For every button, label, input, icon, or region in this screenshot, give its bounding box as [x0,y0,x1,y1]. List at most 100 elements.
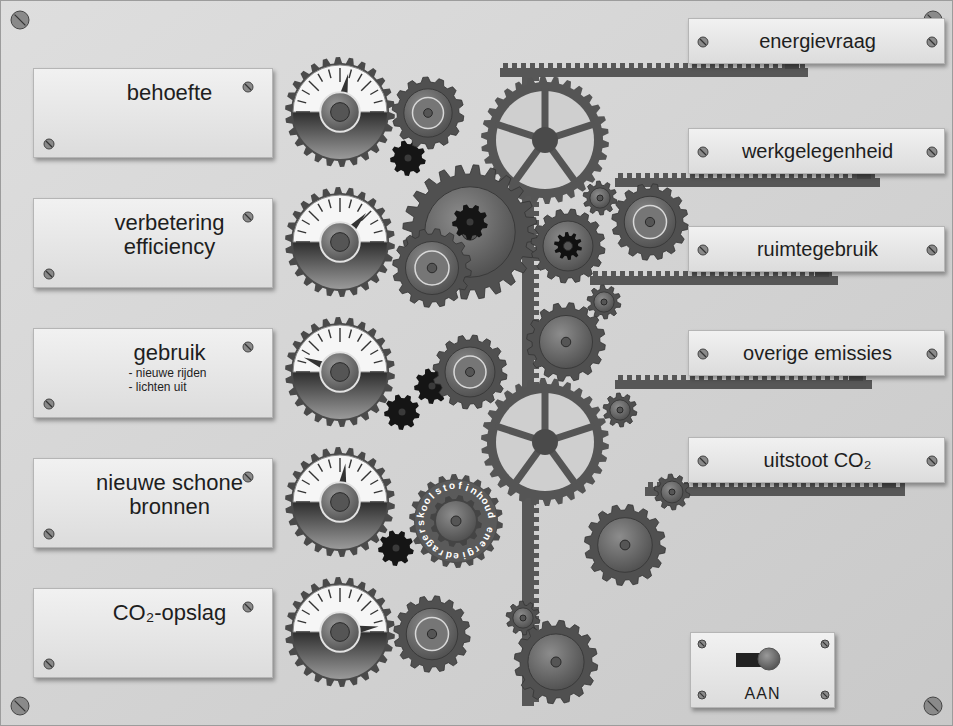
dial-tick [349,329,351,338]
dial-tick [302,90,310,95]
rack-tooth [611,271,616,276]
label-letter: t [442,483,448,494]
wheel-hub [532,127,558,153]
rack-tooth [533,517,539,522]
gear-body [384,394,420,430]
dial-tick [370,371,384,372]
gear [654,474,690,510]
dial-tick [296,241,310,242]
gear-hub [451,516,461,526]
plate-sublabel: - nieuwe rijden - lichten uit [129,367,211,395]
screw-slot [823,642,828,647]
gear-label: koolstofinhoud energiedragers [408,473,504,569]
rack-tooth [548,63,553,68]
label-letter: d [445,550,453,561]
dial-tick [349,589,351,598]
gear-hub [393,545,400,552]
gear-center [554,232,582,260]
gear-body [452,204,488,240]
screw-slot [46,271,52,277]
dial-tick [374,621,383,623]
screw [698,245,708,255]
rack-tooth [681,375,686,380]
text-holder: koolstofinhoud energiedragers [408,473,504,569]
gear-body [393,229,472,308]
gear-face [405,241,458,294]
dial-tick [318,204,323,212]
dial-hub [331,493,350,512]
gear-ring [413,98,444,129]
plate-label: AAN [691,685,834,703]
gear-face [445,347,495,397]
gear-body [527,303,606,382]
dial-tick [370,350,378,355]
rack-tooth [627,173,632,178]
label-letter: k [416,512,427,519]
text-holder: AAN [691,685,834,703]
screw [243,602,253,612]
plate-label: verbetering efficiency [89,211,250,259]
dial-face [293,585,387,679]
dial-gear [285,447,395,557]
dial-hub [331,233,350,252]
dial-knob [320,482,359,521]
dial-face [293,195,387,289]
plate-label: behoefte [89,81,250,105]
gear-face [404,89,452,137]
rack-tooth [521,63,526,68]
rack-tooth [533,589,539,594]
gear-body [654,474,690,510]
dial-tick [358,464,363,472]
rack-tooth [602,63,607,68]
label-letter: i [461,550,466,560]
screw-slot [245,474,251,480]
dial-tick [297,491,306,493]
gear-face [543,221,593,271]
gear-face [406,608,457,659]
screw-slot [46,661,52,667]
gear-hub [561,337,571,347]
rack-tooth [533,283,539,288]
rack-tooth [533,508,539,513]
dial-tick [370,501,384,502]
text-holder: nieuwe schone bronnen [34,459,272,527]
gear-text-ring [415,480,497,562]
text-holder: verbetering efficiency [34,199,272,267]
dial-tick [349,459,351,468]
dial-tick [339,588,340,602]
gear-hub [551,657,561,667]
dial-tick [370,90,378,95]
rack-tooth [638,271,643,276]
gear-face [513,608,533,628]
rack-tooth [674,63,679,68]
gear [393,229,472,308]
rack-tooth [533,373,539,378]
gear-body [603,393,637,427]
screw [927,245,937,255]
dial-tick [309,211,319,221]
gear-face [661,481,683,503]
screw [924,697,942,715]
plate-label: nieuwe schone bronnen [89,471,250,519]
dial-hub [331,623,350,642]
screw [698,691,706,699]
dial-tick [318,74,323,82]
screw [243,82,253,92]
gear-face [598,518,653,573]
screw [44,139,54,149]
dial-knob [320,612,359,651]
rack-tooth [656,271,661,276]
rack-tooth [530,63,535,68]
rack-bar [590,276,838,285]
screw-slot [700,642,705,647]
screw-slot [700,247,706,253]
rack-tooth [638,63,643,68]
rack-tooth [629,63,634,68]
dial-face [293,65,387,159]
dial-tick [370,610,378,615]
dial-tick [309,601,319,611]
inner-gear-face [436,501,476,541]
control-plate: verbetering efficiency [33,198,273,288]
